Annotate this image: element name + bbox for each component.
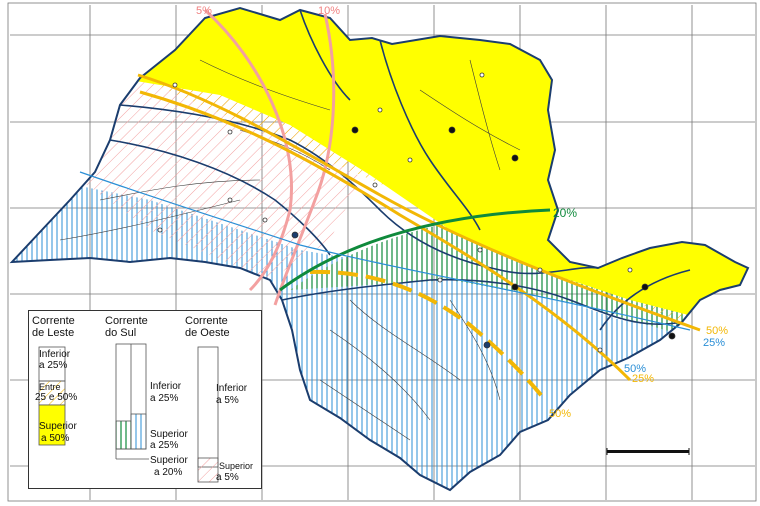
city-markers: [157, 72, 676, 353]
isoline-label-west-10: 10%: [318, 5, 341, 17]
legend-west-title-2: de Oeste: [185, 327, 230, 339]
legend-south-item-3-l1: Superior: [150, 455, 188, 466]
legend-west-title-1: Corrente: [185, 315, 228, 327]
isoline-label-west-5: 5%: [196, 5, 212, 17]
legend-south-title-1: Corrente: [105, 315, 148, 327]
isolines: [79, 8, 701, 402]
legend-east-item-3-l2: a 50%: [41, 433, 70, 444]
legend-east-title-2: de Leste: [32, 327, 75, 339]
legend-west-item-2-l1: Superior: [219, 461, 254, 471]
legend-east-item-3-l1: Superior: [39, 421, 77, 432]
isoline-label-yellow-50-right: 50%: [706, 325, 729, 337]
legend-south-title-2: do Sul: [105, 327, 137, 339]
legend-west-item-1-l2: a 5%: [216, 395, 239, 406]
legend-south-item-2-l1: Superior: [150, 429, 188, 440]
legend-south-item-1-l1: Inferior: [150, 381, 182, 392]
isoline-label-yellow-50-bottom: 50%: [549, 408, 572, 420]
scale-bar: [606, 448, 690, 455]
legend-south-item-3-l2: a 20%: [154, 467, 183, 478]
south-current-strong-zone: [290, 210, 748, 340]
legend-east-item-1-l1: Inferior: [39, 349, 71, 360]
isoline-label-green-20: 20%: [553, 206, 578, 220]
legend-east-item-2-l1: Entre: [39, 382, 61, 392]
legend-east-title-1: Corrente: [32, 315, 75, 327]
isoline-label-yellow-25-right: 25%: [632, 373, 655, 385]
legend-south-item-2-l2: a 25%: [150, 440, 179, 451]
legend-west-item-1-l1: Inferior: [216, 383, 248, 394]
legend-east-item-2-l2: 25 e 50%: [35, 392, 78, 403]
legend-south-item-1-l2: a 25%: [150, 393, 179, 404]
legend-west-item-2-l2: a 5%: [216, 472, 239, 483]
legend-swatches: [38, 343, 219, 483]
legend: Corrente de Leste Inferior a 25% Entre 2…: [28, 310, 262, 489]
east-current-high-zone: [130, 8, 748, 318]
isoline-label-blue-50-right: 50%: [624, 363, 647, 375]
isoline-label-blue-25-right: 25%: [703, 337, 726, 349]
east-current-mid-zone: [140, 78, 748, 340]
legend-east-item-1-l2: a 25%: [39, 360, 68, 371]
